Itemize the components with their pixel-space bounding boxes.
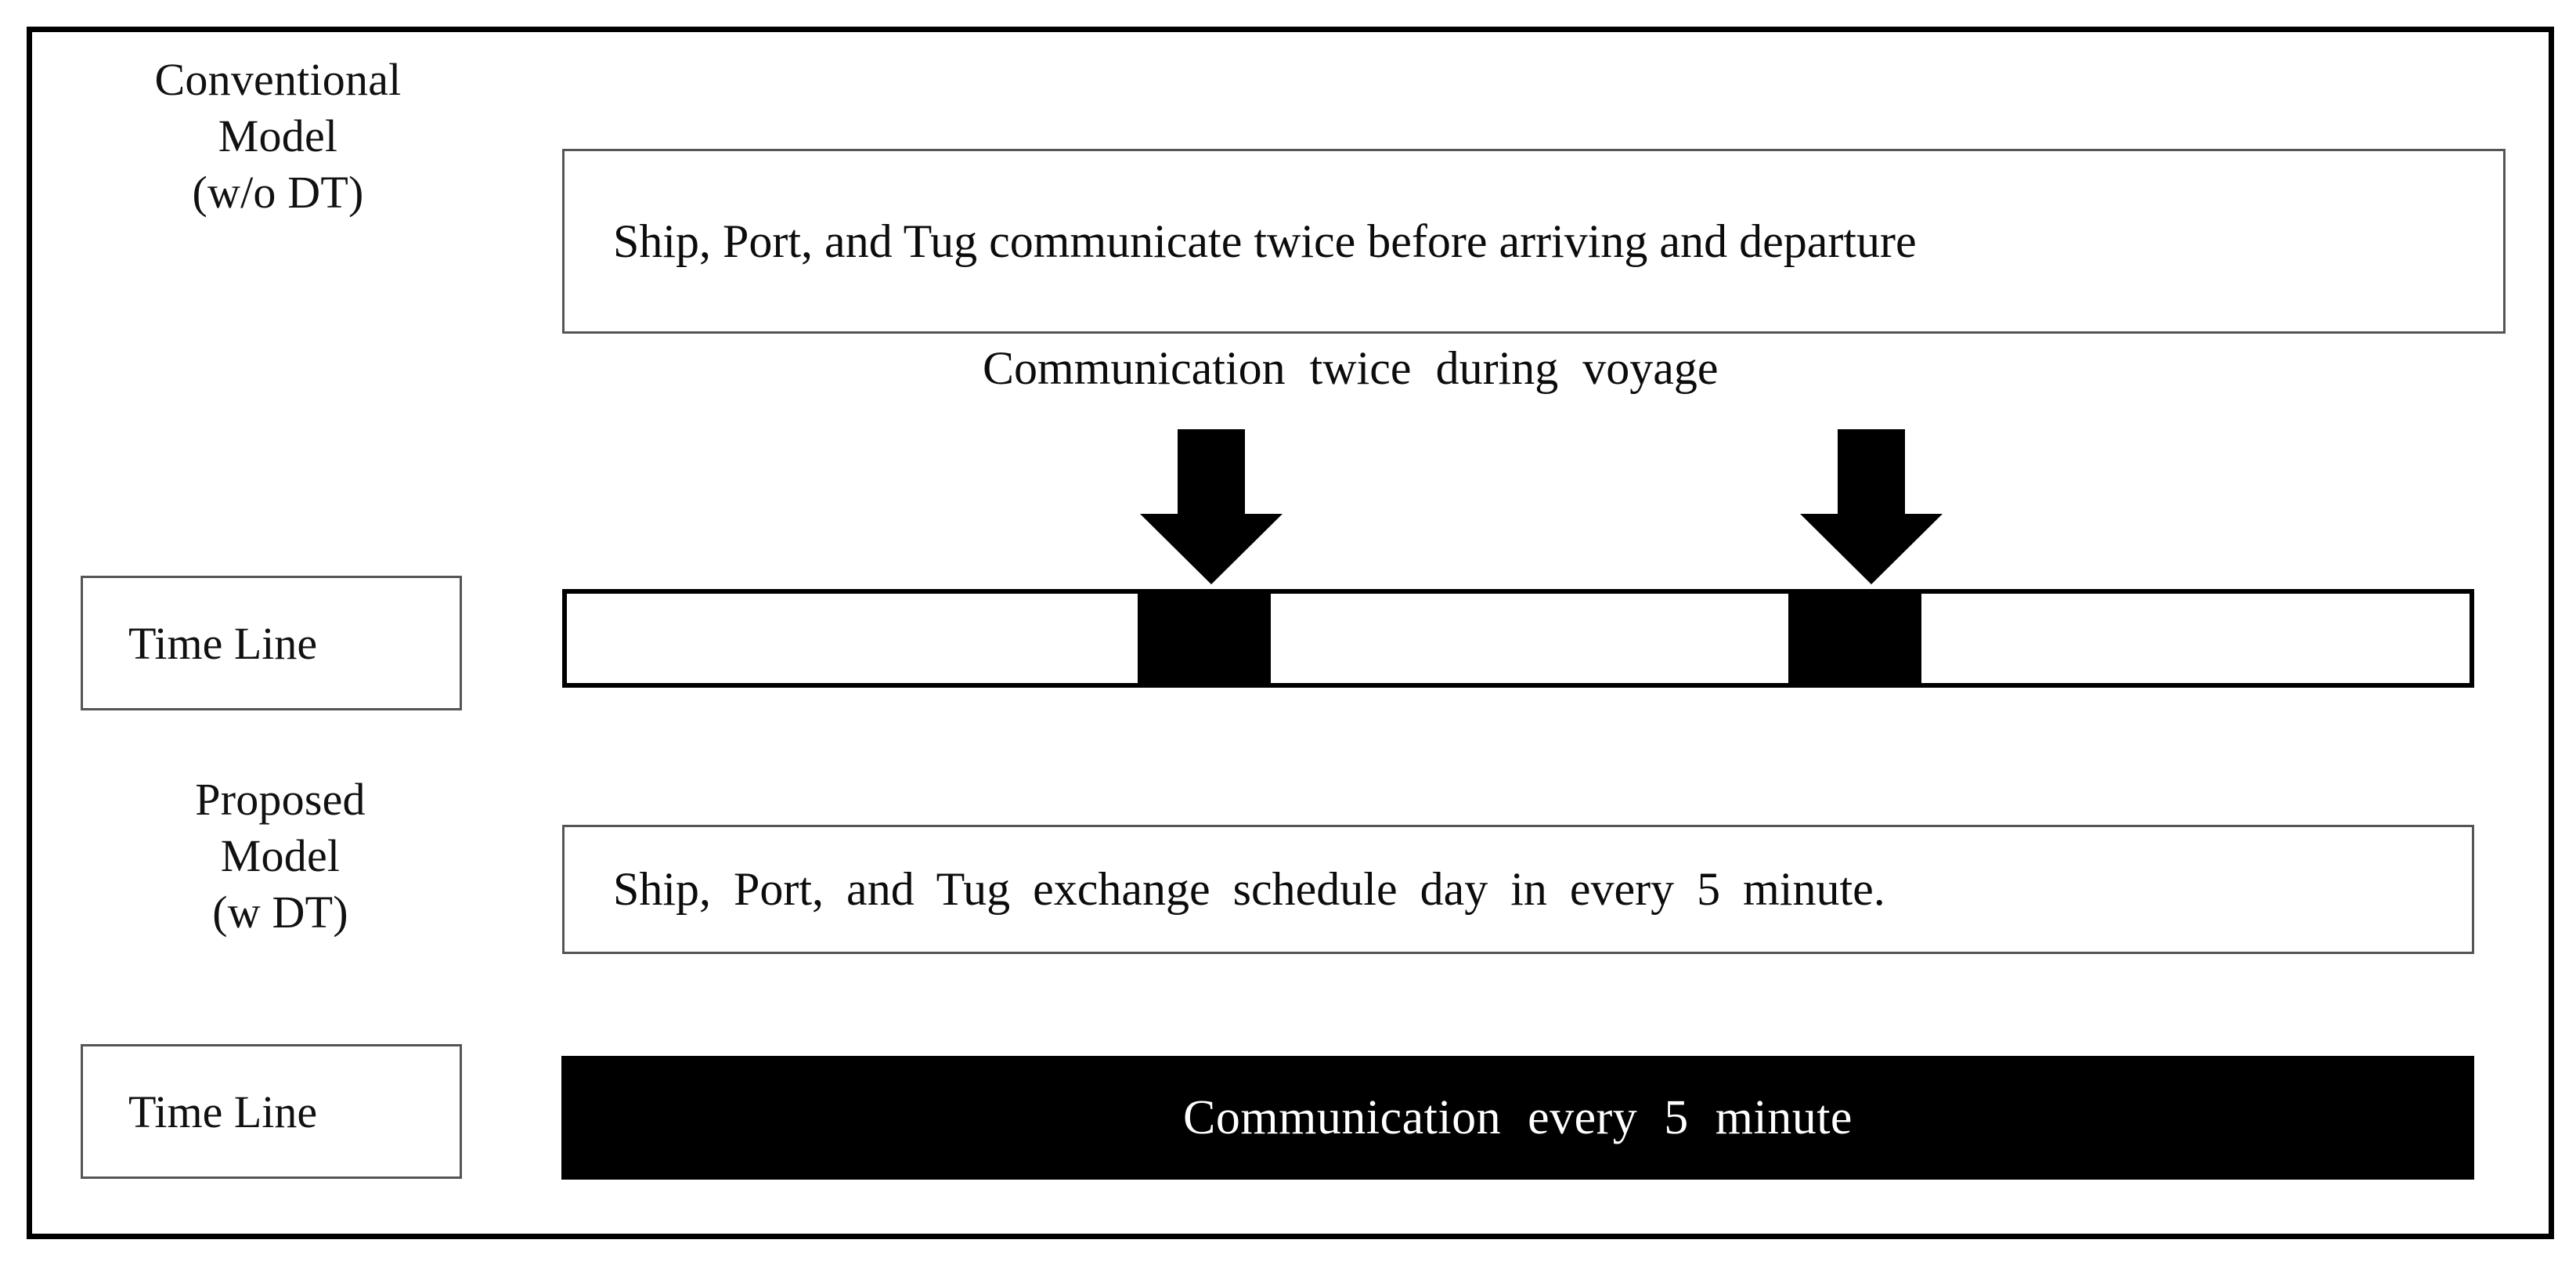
proposed-timeline-black-bar: Communication every 5 minute <box>561 1056 2474 1180</box>
communication-arrow-1-icon <box>1137 429 1286 586</box>
communication-twice-caption: Communication twice during voyage <box>983 342 1719 394</box>
communication-event-2-block <box>1788 594 1922 683</box>
proposed-timeline-bar-text: Communication every 5 minute <box>1183 1090 1853 1144</box>
proposed-model-label: Proposed Model (w DT) <box>195 774 366 938</box>
time-line-label-conventional: Time Line <box>128 617 318 669</box>
conventional-statement-text: Ship, Port, and Tug communicate twice be… <box>613 215 1917 267</box>
conventional-statement-box: Ship, Port, and Tug communicate twice be… <box>562 149 2506 334</box>
conventional-timeline-bar <box>562 589 2474 688</box>
conventional-model-label: Conventional Model (w/o DT) <box>154 54 402 218</box>
time-line-box-conventional: Time Line <box>81 576 462 710</box>
proposed-statement-box: Ship, Port, and Tug exchange schedule da… <box>562 825 2474 954</box>
proposed-statement-text: Ship, Port, and Tug exchange schedule da… <box>613 863 1885 915</box>
communication-arrow-2-icon <box>1797 429 1946 586</box>
communication-event-1-block <box>1138 594 1272 683</box>
time-line-label-proposed: Time Line <box>128 1086 318 1137</box>
time-line-box-proposed: Time Line <box>81 1044 462 1179</box>
